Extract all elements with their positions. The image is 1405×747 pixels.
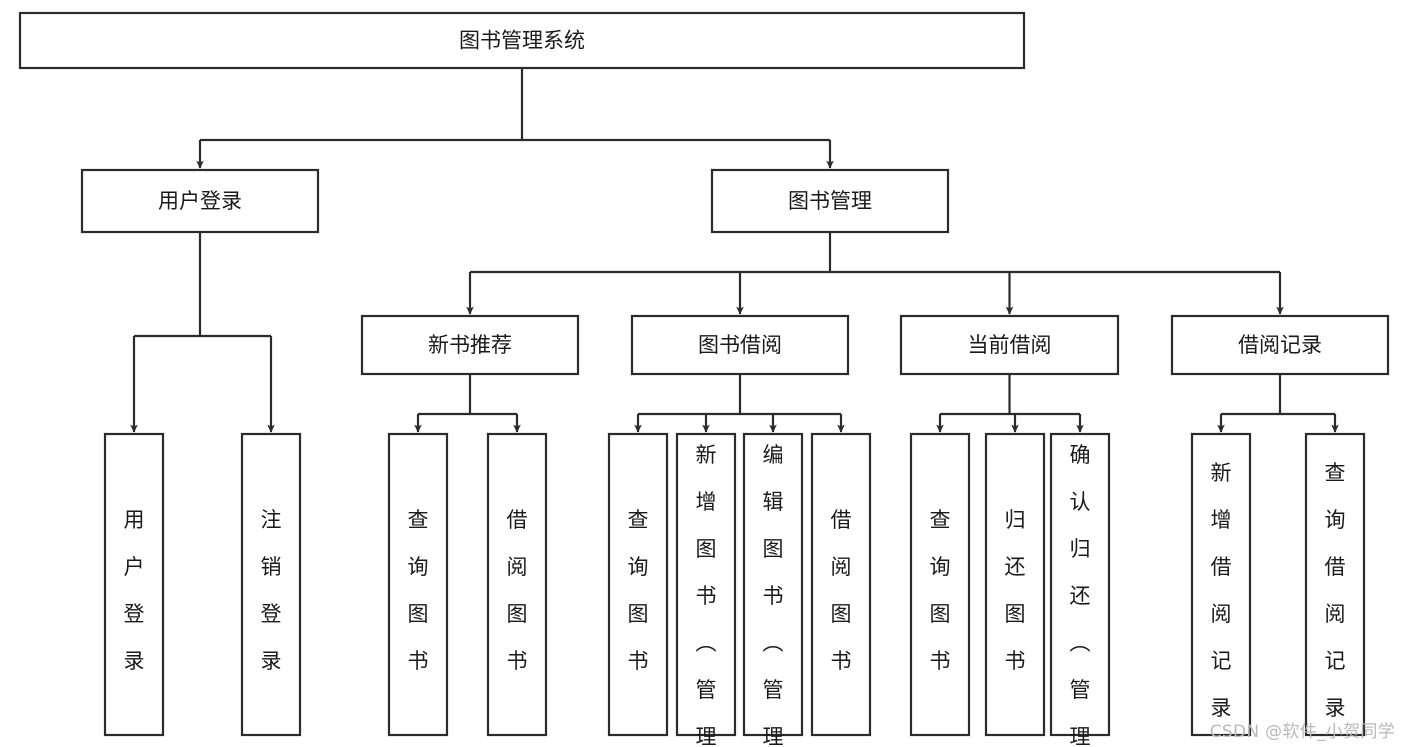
leaf-node-leaf-add-book-rect[interactable] <box>675 432 737 737</box>
leaf-node-leaf-edit-book-rect[interactable] <box>742 432 804 737</box>
node-user-login-label: 用户登录 <box>158 189 242 213</box>
node-book-borrow-label: 图书借阅 <box>698 333 782 357</box>
leaf-node-leaf-borrow-book-1-rect[interactable] <box>486 432 548 737</box>
leaf-node-leaf-user-login-rect[interactable] <box>103 432 165 737</box>
leaf-node-leaf-borrow-book-2-label: 借阅图书 <box>831 508 852 673</box>
connector-edges <box>130 68 1339 433</box>
node-borrow-record-rect[interactable] <box>1170 314 1390 376</box>
leaf-node-leaf-query-book-2-label: 查询图书 <box>628 508 649 673</box>
leaf-node-leaf-return-book-rect[interactable] <box>984 432 1046 737</box>
leaf-node-leaf-query-book-1-rect[interactable] <box>387 432 449 737</box>
leaf-node-leaf-borrow-book-2-rect[interactable] <box>810 432 872 737</box>
leaf-node-leaf-add-record-label: 新增借阅记录 <box>1211 461 1232 720</box>
leaf-node-leaf-confirm-return[interactable]: 确认归还︵管理员︶ <box>1049 432 1111 747</box>
leaf-node-leaf-query-book-1-label: 查询图书 <box>408 508 429 673</box>
leaf-node-leaf-logout-rect[interactable] <box>240 432 302 737</box>
leaf-node-leaf-query-book-3-label: 查询图书 <box>930 508 951 673</box>
node-current-borrow-rect[interactable] <box>899 314 1120 376</box>
leaf-node-leaf-query-book-1[interactable]: 查询图书 <box>387 432 449 737</box>
leaf-node-leaf-borrow-book-1[interactable]: 借阅图书 <box>486 432 548 737</box>
node-root-root[interactable]: 图书管理系统 <box>18 11 1026 70</box>
leaf-node-leaf-return-book[interactable]: 归还图书 <box>984 432 1046 737</box>
leaf-node-leaf-edit-book[interactable]: 编辑图书︵管理员︶ <box>742 432 804 747</box>
leaf-node-leaf-logout-label: 注销登录 <box>261 508 282 673</box>
node-borrow-record[interactable]: 借阅记录 <box>1170 314 1390 376</box>
leaf-node-leaf-user-login[interactable]: 用户登录 <box>103 432 165 737</box>
node-user-login[interactable]: 用户登录 <box>80 168 320 234</box>
node-book-manage-label: 图书管理 <box>788 189 872 213</box>
leaf-node-leaf-add-book[interactable]: 新增图书︵管理员︶ <box>675 432 737 747</box>
node-user-login-rect[interactable] <box>80 168 320 234</box>
leaf-node-leaf-borrow-book-1-label: 借阅图书 <box>507 508 528 673</box>
node-root-root-rect[interactable] <box>18 11 1026 70</box>
leaf-node-leaf-confirm-return-rect[interactable] <box>1049 432 1111 737</box>
leaf-node-leaf-query-record-label: 查询借阅记录 <box>1325 461 1346 720</box>
leaf-node-leaf-query-record[interactable]: 查询借阅记录 <box>1304 432 1366 737</box>
leaf-node-leaf-query-book-2-rect[interactable] <box>607 432 669 737</box>
node-current-borrow[interactable]: 当前借阅 <box>899 314 1120 376</box>
node-new-book-recommend-rect[interactable] <box>360 314 580 376</box>
leaf-node-leaf-return-book-label: 归还图书 <box>1005 508 1026 673</box>
leaf-node-leaf-add-record-rect[interactable] <box>1190 432 1252 737</box>
node-new-book-recommend-label: 新书推荐 <box>428 333 512 357</box>
node-book-manage-rect[interactable] <box>710 168 950 234</box>
leaf-node-leaf-edit-book-label: 编辑图书︵管理员︶ <box>763 443 784 747</box>
watermark-text: CSDN @软件_小贺同学 <box>1209 722 1395 742</box>
node-current-borrow-label: 当前借阅 <box>968 333 1052 357</box>
leaf-node-leaf-user-login-label: 用户登录 <box>124 508 145 673</box>
node-boxes: 图书管理系统用户登录图书管理新书推荐图书借阅当前借阅借阅记录用户登录注销登录查询… <box>18 11 1390 747</box>
node-book-manage[interactable]: 图书管理 <box>710 168 950 234</box>
node-book-borrow-rect[interactable] <box>630 314 850 376</box>
leaf-node-leaf-add-record[interactable]: 新增借阅记录 <box>1190 432 1252 737</box>
node-new-book-recommend[interactable]: 新书推荐 <box>360 314 580 376</box>
node-root-root-label: 图书管理系统 <box>459 29 585 53</box>
leaf-node-leaf-query-book-3[interactable]: 查询图书 <box>909 432 971 737</box>
leaf-node-leaf-confirm-return-label: 确认归还︵管理员︶ <box>1070 443 1091 747</box>
leaf-node-leaf-query-book-2[interactable]: 查询图书 <box>607 432 669 737</box>
leaf-node-leaf-add-book-label: 新增图书︵管理员︶ <box>696 443 717 747</box>
node-book-borrow[interactable]: 图书借阅 <box>630 314 850 376</box>
leaf-node-leaf-query-book-3-rect[interactable] <box>909 432 971 737</box>
node-borrow-record-label: 借阅记录 <box>1238 333 1322 357</box>
leaf-node-leaf-borrow-book-2[interactable]: 借阅图书 <box>810 432 872 737</box>
leaf-node-leaf-query-record-rect[interactable] <box>1304 432 1366 737</box>
leaf-node-leaf-logout[interactable]: 注销登录 <box>240 432 302 737</box>
